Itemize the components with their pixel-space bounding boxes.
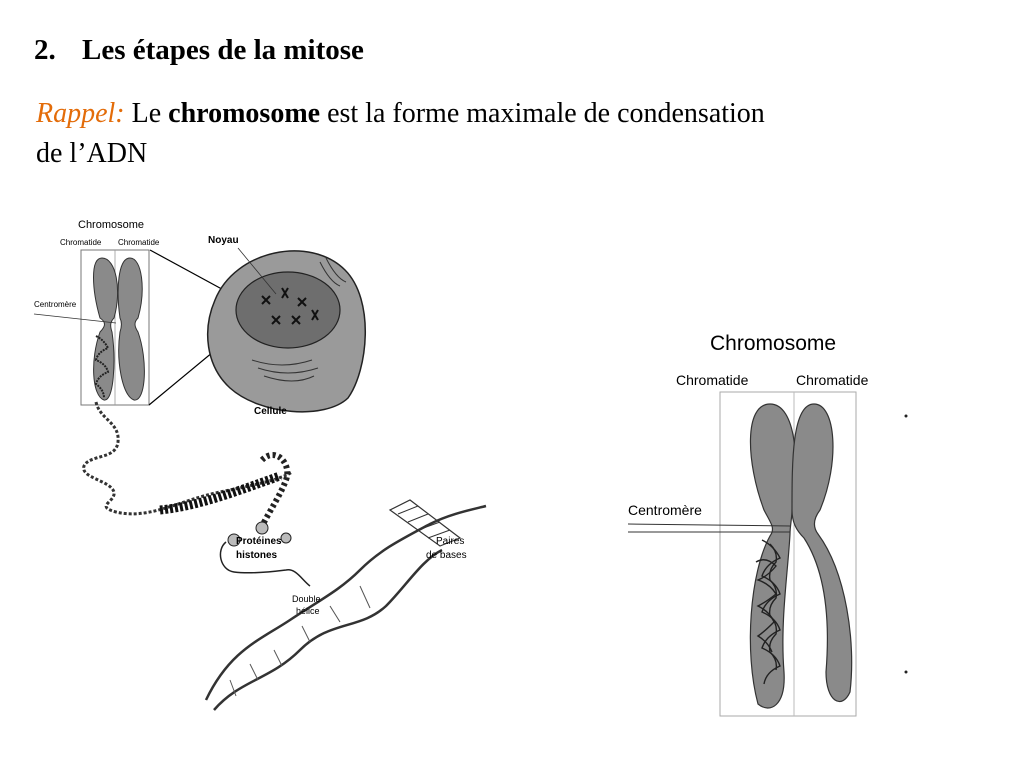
label-chromatide-right-large: Chromatide: [796, 372, 869, 388]
recall-keyword: Rappel:: [36, 98, 125, 129]
label-centromere: Centromère: [34, 300, 77, 309]
chromatid-right-shape: [117, 257, 145, 401]
label-noyau: Noyau: [208, 235, 239, 246]
label-chromatide-left: Chromatide: [60, 238, 102, 247]
recall-post: est la forme maximale de condensation de…: [36, 98, 765, 169]
label-centromere-large: Centromère: [628, 502, 702, 518]
label-paires-2: de bases: [426, 550, 467, 561]
label-chromosome-large: Chromosome: [710, 332, 836, 355]
dna-condensation-figure: Chromosome Chromatide Chromatide Centrom…: [33, 219, 487, 711]
chromatin-coils: [755, 539, 781, 685]
label-proteines-2: histones: [236, 550, 278, 561]
label-chromatide-left-large: Chromatide: [676, 372, 749, 388]
label-chromatide-right: Chromatide: [118, 238, 160, 247]
label-double-2: hélice: [296, 606, 320, 616]
label-proteines-1: Protéines: [236, 536, 282, 547]
chromosome-detail-figure: Chromosome Chromatide Chromatide Centrom…: [627, 332, 908, 717]
chromatid-right-large: [791, 403, 853, 703]
recall-paragraph: Rappel: Le chromosome est la forme maxim…: [36, 94, 796, 174]
chromosome-frame-large: [719, 391, 857, 717]
chromatid-left-shape: [93, 257, 119, 401]
slide-title: 2. Les étapes de la mitose: [34, 34, 364, 67]
label-paires-1: Paires: [436, 536, 464, 547]
recall-pre: Le: [124, 98, 169, 129]
chromatid-left-large: [749, 403, 797, 709]
chromatin-fiber: [82, 401, 293, 516]
heading-text: Les étapes de la mitose: [82, 34, 364, 66]
label-chromosome: Chromosome: [78, 219, 144, 231]
recall-bold-term: chromosome: [168, 98, 321, 129]
nucleus-shape: [235, 271, 341, 349]
dna-strand-b: [213, 548, 443, 711]
label-double-1: Double: [292, 594, 321, 604]
label-cellule: Cellule: [254, 406, 287, 417]
heading-number: 2.: [34, 34, 56, 66]
